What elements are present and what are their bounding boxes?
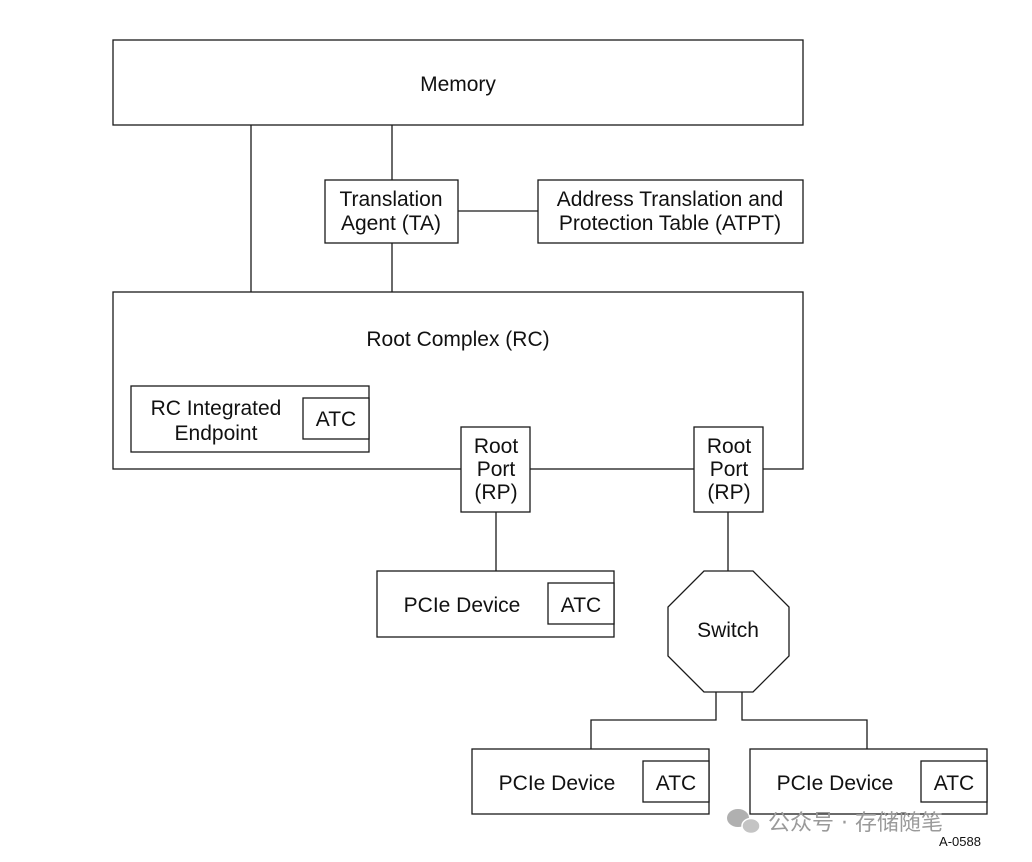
pcie-device-upper-atc-label: ATC [561, 594, 601, 617]
switch-device-left-link [590, 692, 717, 749]
rc-integrated-endpoint-block: RC Integrated Endpoint ATC [130, 385, 370, 453]
root-port-right-line3: (RP) [707, 481, 750, 504]
root-port-left-line2: Port [477, 458, 516, 481]
translation-agent-label-line1: Translation [339, 188, 442, 211]
watermark-text: 公众号 · 存储随笔 [768, 811, 943, 836]
switch-label: Switch [697, 619, 759, 642]
root-port-right-line1: Root [707, 435, 752, 458]
root-port-left-block: Root Port (RP) [460, 426, 531, 513]
rc-endpoint-label-line1: RC Integrated [151, 397, 282, 420]
root-port-left-line1: Root [474, 435, 519, 458]
root-complex-label: Root Complex (RC) [366, 328, 549, 351]
switch-device-right-link [741, 692, 868, 749]
pcie-device-bottom-right-block: PCIe Device ATC [749, 748, 988, 815]
root-port-right-block: Root Port (RP) [693, 426, 764, 513]
translation-agent-block: Translation Agent (TA) [324, 179, 459, 244]
watermark: 公众号 · 存储随笔 [727, 809, 943, 836]
pcie-device-bottom-right-label: PCIe Device [777, 772, 894, 795]
pcie-device-bottom-right-atc-label: ATC [934, 772, 974, 795]
wechat-icon [727, 809, 761, 835]
root-complex-block: Root Complex (RC) [112, 291, 804, 470]
memory-block: Memory [112, 39, 804, 126]
rc-endpoint-atc-box [302, 397, 370, 440]
atpt-block: Address Translation and Protection Table… [537, 179, 804, 244]
pcie-device-bottom-right-atc-box [920, 760, 988, 803]
switch-block: Switch [667, 570, 790, 693]
pcie-device-bottom-left-label: PCIe Device [499, 772, 616, 795]
root-port-left-line3: (RP) [474, 481, 517, 504]
figure-id: A-0588 [939, 834, 981, 849]
pcie-device-upper-atc-box [547, 582, 615, 625]
pcie-device-bottom-left-block: PCIe Device ATC [471, 748, 710, 815]
translation-agent-label-line2: Agent (TA) [341, 212, 441, 235]
pcie-device-bottom-left-atc-label: ATC [656, 772, 696, 795]
pcie-device-upper-block: PCIe Device ATC [376, 570, 615, 638]
pcie-device-bottom-left-atc-box [642, 760, 710, 803]
rc-endpoint-atc-label: ATC [316, 408, 356, 431]
memory-label: Memory [420, 73, 496, 96]
atpt-label-line1: Address Translation and [557, 188, 783, 211]
pcie-device-upper-label: PCIe Device [404, 594, 521, 617]
atpt-label-line2: Protection Table (ATPT) [559, 212, 781, 235]
rc-endpoint-label-line2: Endpoint [175, 422, 258, 445]
root-port-right-line2: Port [710, 458, 749, 481]
